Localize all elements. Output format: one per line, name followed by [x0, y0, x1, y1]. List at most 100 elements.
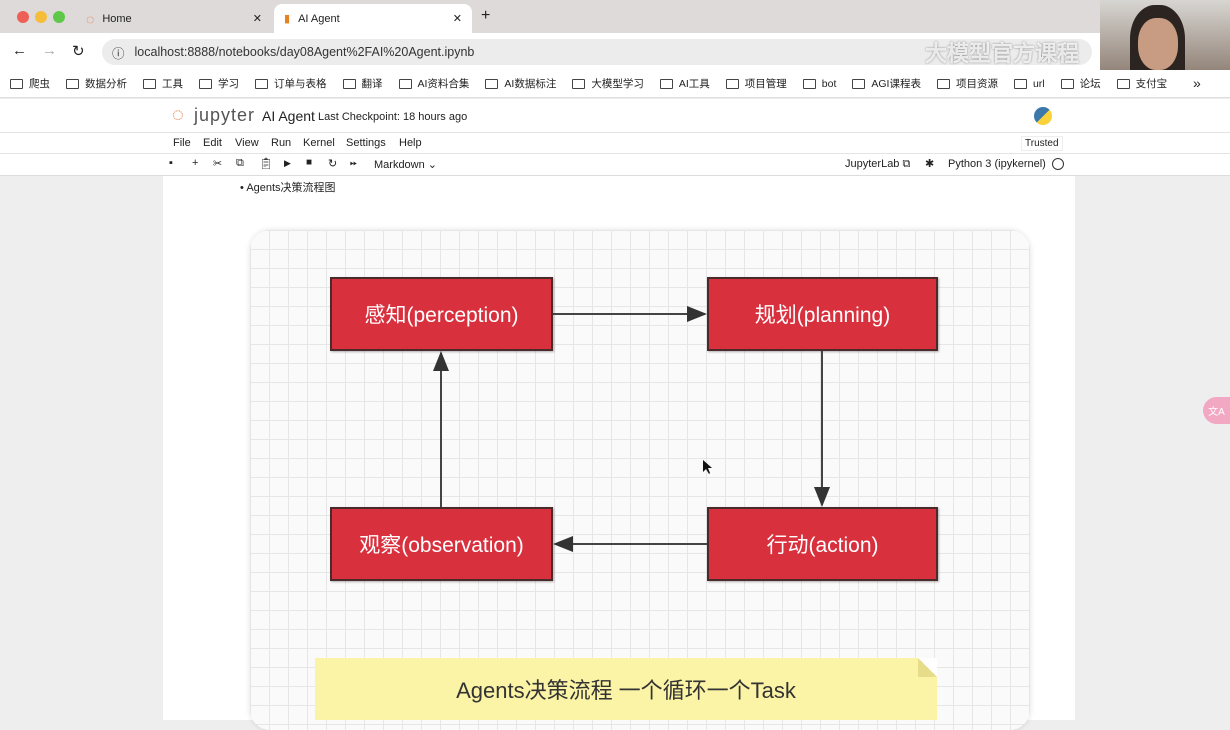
paste-icon[interactable]: 📋︎ [259, 158, 273, 170]
url-bar[interactable]: ⓘ localhost:8888/notebooks/day08Agent%2F… [102, 39, 1092, 65]
translate-icon[interactable]: 文A [1203, 397, 1230, 424]
folder-icon [725, 78, 739, 89]
bullet-text: Agents决策流程图 [246, 182, 336, 194]
folder-icon [199, 78, 212, 89]
bookmark-folder[interactable]: 数据分析 [66, 76, 127, 91]
bookmark-folder[interactable]: AGI课程表 [852, 76, 921, 91]
folder-icon [485, 78, 499, 89]
bookmark-label: bot [821, 77, 837, 90]
debugger-icon[interactable]: ✱ [925, 158, 935, 170]
reload-icon[interactable]: ↻ [72, 43, 85, 60]
save-icon[interactable]: ▪ [169, 157, 173, 169]
fast-forward-icon[interactable]: ⏩︎ [350, 158, 358, 168]
run-icon[interactable]: ▶ [284, 158, 291, 168]
bookmark-label: 翻译 [361, 78, 383, 90]
bookmarks-bar: 爬虫 数据分析 工具 学习 订单与表格 翻译 AI资料合集 AI数据标注 大模型… [0, 70, 1230, 98]
tab-ai-agent[interactable]: ▮ AI Agent ✕ [274, 4, 472, 33]
bookmark-folder[interactable]: AI数据标注 [485, 76, 556, 91]
bookmark-label: AGI课程表 [871, 78, 921, 90]
folder-icon [342, 78, 356, 89]
folder-icon [852, 78, 866, 89]
bookmark-label: 论坛 [1079, 78, 1101, 90]
trusted-badge[interactable]: Trusted [1021, 136, 1063, 151]
menu-bar: File Edit View Run Kernel Settings Help … [0, 133, 1230, 154]
bookmark-label: 工具 [162, 78, 183, 90]
add-cell-icon[interactable]: + [192, 157, 199, 169]
folder-icon [936, 78, 950, 89]
folder-icon [572, 78, 586, 89]
new-tab-button[interactable]: + [481, 7, 491, 24]
bookmark-label: 订单与表格 [274, 78, 327, 90]
bookmark-label: 项目资源 [955, 78, 998, 90]
bookmark-folder[interactable]: 爬虫 [10, 76, 50, 91]
restart-icon[interactable]: ↻ [328, 158, 338, 170]
notebook-toolbar: ▪ + ✂ ⧉ 📋︎ ▶ ■ ↻ ⏩︎ Markdown ⌄ JupyterLa… [0, 154, 1230, 176]
jupyter-logo[interactable]: jupyter [194, 105, 256, 125]
note-fold [918, 658, 937, 677]
folder-icon [1116, 78, 1130, 89]
folder-icon [659, 78, 673, 89]
tab-label: AI Agent [298, 12, 340, 25]
menu-file[interactable]: File [173, 137, 191, 149]
bookmark-label: 爬虫 [29, 78, 50, 90]
cell-type-select[interactable]: Markdown ⌄ [374, 159, 438, 171]
webcam-overlay [1100, 0, 1230, 80]
menu-kernel[interactable]: Kernel [303, 137, 335, 149]
bookmark-label: AI数据标注 [504, 78, 557, 90]
maximize-window-button[interactable] [53, 11, 65, 23]
diagram-note: Agents决策流程 一个循环一个Task [315, 658, 937, 720]
bookmark-folder[interactable]: AI资料合集 [398, 76, 469, 91]
more-bookmarks-button[interactable]: » [1193, 75, 1201, 91]
url-text: localhost:8888/notebooks/day08Agent%2FAI… [134, 45, 475, 59]
bookmark-label: 支付宝 [1135, 78, 1168, 90]
kernel-status-icon [1052, 158, 1064, 170]
bookmark-folder[interactable]: 翻译 [342, 76, 383, 91]
bookmark-folder[interactable]: 订单与表格 [255, 76, 327, 91]
bookmark-folder[interactable]: url [1013, 77, 1045, 90]
info-icon[interactable]: ⓘ [112, 46, 125, 61]
minimize-window-button[interactable] [35, 11, 47, 23]
folder-icon [802, 78, 816, 89]
bookmark-folder[interactable]: AI工具 [659, 76, 710, 91]
tab-home[interactable]: ◌ Home ✕ [76, 4, 272, 33]
watermark: 大模型官方课程 [925, 41, 1080, 66]
bookmark-folder[interactable]: 工具 [143, 76, 183, 91]
bookmark-folder[interactable]: 论坛 [1060, 76, 1101, 91]
kernel-name[interactable]: Python 3 (ipykernel) [948, 158, 1046, 170]
bookmark-folder[interactable]: bot [802, 77, 837, 90]
back-icon[interactable]: ← [12, 42, 27, 59]
cell-type-value: Markdown [374, 159, 425, 171]
node-observation: 观察(observation) [330, 507, 553, 581]
stop-icon[interactable]: ■ [306, 157, 313, 168]
menu-view[interactable]: View [235, 137, 259, 149]
folder-icon [143, 78, 156, 89]
close-tab-icon[interactable]: ✕ [452, 13, 462, 25]
bookmark-folder[interactable]: 支付宝 [1116, 76, 1168, 91]
folder-icon [255, 78, 268, 89]
menu-edit[interactable]: Edit [203, 137, 222, 149]
bookmark-folder[interactable]: 大模型学习 [572, 76, 644, 91]
notebook-title[interactable]: AI Agent [262, 108, 315, 124]
bookmark-folder[interactable]: 学习 [199, 76, 239, 91]
menu-run[interactable]: Run [271, 137, 292, 149]
tab-bar: ◌ Home ✕ ▮ AI Agent ✕ + [0, 0, 1230, 33]
node-action: 行动(action) [707, 507, 938, 581]
copy-icon[interactable]: ⧉ [236, 157, 244, 169]
close-window-button[interactable] [17, 11, 29, 23]
close-tab-icon[interactable]: ✕ [252, 13, 262, 25]
mouse-cursor-icon [703, 460, 712, 474]
jupyterlab-link[interactable]: JupyterLab ⧉ [845, 158, 911, 170]
python-logo-icon [1034, 107, 1052, 125]
jupyter-logo-icon: ◌ [172, 104, 184, 126]
notebook-icon: ▮ [284, 13, 291, 25]
bookmark-folder[interactable]: 项目资源 [936, 76, 998, 91]
bookmark-label: url [1032, 77, 1045, 90]
jupyter-icon: ◌ [86, 10, 95, 27]
menu-help[interactable]: Help [399, 137, 422, 149]
menu-settings[interactable]: Settings [346, 137, 386, 149]
bookmark-folder[interactable]: 项目管理 [725, 76, 787, 91]
cut-icon[interactable]: ✂ [213, 158, 223, 170]
forward-icon[interactable]: → [42, 42, 57, 59]
jupyter-header: ◌ jupyter AI Agent Last Checkpoint: 18 h… [0, 99, 1230, 133]
node-perception: 感知(perception) [330, 277, 553, 351]
